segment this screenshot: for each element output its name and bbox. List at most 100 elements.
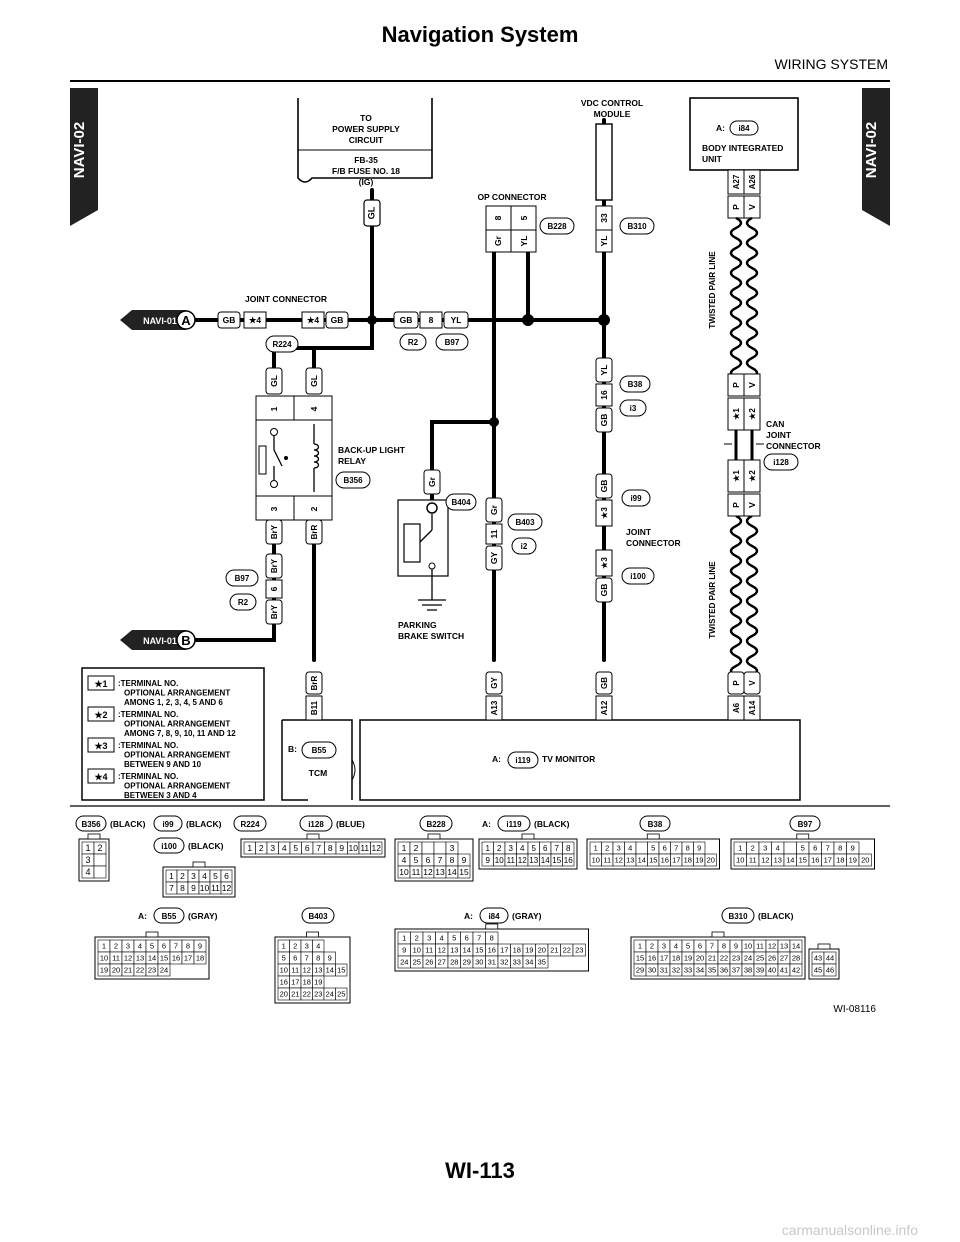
connector-name-badge [153, 837, 185, 854]
connector-lock-tab [817, 943, 831, 950]
legend-text: OPTIONAL ARRANGEMENT [124, 751, 230, 760]
connector-cell [535, 955, 549, 969]
can-label-3: CONNECTOR [766, 441, 821, 451]
b97-r2-connector-lower: BrY 6 BrY B97 R2 [225, 553, 283, 625]
connector-name-badge [153, 815, 183, 832]
connector-pin: 24 [744, 954, 752, 963]
connector-pin: 22 [720, 954, 728, 963]
b97-lower-c1: B97 [235, 574, 250, 583]
b403-wire-bot: GY [489, 552, 499, 565]
connector-pin: 18 [196, 954, 204, 963]
connector-pin: 9 [339, 843, 344, 853]
jc-wire-right: GB [331, 315, 344, 325]
jc-star-right: ★4 [307, 315, 320, 325]
b97-top-pin: 8 [429, 315, 434, 325]
connector-pin: 13 [314, 966, 322, 975]
connector-pin: 2 [180, 871, 185, 881]
connector-pin: 23 [575, 946, 583, 955]
fuse-line1: FB-35 [354, 155, 378, 165]
connector-pin: 1 [738, 844, 742, 853]
connector-name: i99 [162, 820, 174, 829]
connector-name-badge [789, 815, 821, 832]
connector-color: (BLACK) [758, 911, 794, 921]
connector-pin: 19 [849, 856, 857, 865]
connector-pin: 3 [85, 855, 90, 865]
connector-pin: 27 [438, 958, 446, 967]
b97-top-c1: R2 [408, 338, 419, 347]
tv-pin-label: A6 [732, 702, 741, 713]
can-star-1-top: ★1 [732, 408, 741, 420]
connector-cell [335, 963, 348, 977]
tv-wire-label: V [748, 680, 757, 686]
tv-pin-box [485, 695, 503, 721]
connector-color: (BLACK) [110, 819, 146, 829]
b38-pin: 16 [599, 390, 609, 400]
connector-pin: 1 [247, 843, 252, 853]
connector-name-badge [479, 907, 509, 924]
connector-pin: 10 [280, 966, 288, 975]
connector-name: i128 [308, 820, 324, 829]
connector-pin: 37 [732, 966, 740, 975]
connector-color: (GRAY) [512, 911, 542, 921]
twisted-pair-label-2: TWISTED PAIR LINE [708, 561, 717, 639]
navi-01-b-text: NAVI-01 [143, 636, 177, 646]
connector-pin: 14 [463, 946, 471, 955]
navi-01-b-letter: B [181, 633, 190, 648]
connector-pin: 4 [776, 844, 780, 853]
connector-pin: 32 [500, 958, 508, 967]
legend-symbol: ★3 [94, 741, 107, 751]
connector-pin: 16 [648, 954, 656, 963]
connector-pin: 11 [211, 883, 220, 893]
b38-c2: i3 [630, 404, 637, 413]
connector-pin: 7 [305, 954, 309, 963]
connector-pin: 40 [768, 966, 776, 975]
connector-name: i119 [506, 820, 522, 829]
twisted-pair-lower [729, 514, 759, 678]
connector-pin: 11 [425, 946, 433, 955]
connector-name-badge [301, 907, 335, 924]
connector-pin: 25 [337, 990, 345, 999]
connector-pin: 2 [293, 942, 297, 951]
b38-i3-connector: YL 16 GB B38 i3 [595, 357, 651, 433]
b404-conn-label: B404 [451, 498, 471, 507]
connector-pin: 4 [282, 843, 287, 853]
connector-prefix: A: [482, 819, 491, 829]
connector-pin: 8 [838, 844, 842, 853]
connector-name-badge [299, 815, 333, 832]
body-unit-line2: UNIT [702, 154, 723, 164]
connector-pin: 5 [532, 844, 537, 853]
legend-text: BETWEEN 9 AND 10 [124, 760, 202, 769]
connector-pin: 18 [684, 856, 692, 865]
connector-lock-tab [796, 833, 810, 840]
connector-pin: 4 [85, 867, 90, 877]
connector-pin: 10 [100, 954, 108, 963]
joint2-w1: GB [599, 480, 609, 493]
connector-pin: 3 [191, 871, 196, 881]
connector-tag: B403 [301, 907, 335, 924]
b356-conn-label: B356 [343, 476, 363, 485]
connector-pin: 9 [734, 942, 738, 951]
connector-pin: 6 [293, 954, 297, 963]
connector-pin: 15 [649, 856, 657, 865]
connector-pin: 46 [826, 966, 834, 975]
i119-conn-label: i119 [515, 756, 531, 765]
connector-pin: 2 [605, 844, 609, 853]
connector-pin: 9 [402, 946, 406, 955]
tv-wire-box [743, 671, 761, 695]
tv-pin-label: A13 [490, 700, 499, 715]
connector-pin: 43 [814, 954, 822, 963]
connector-pin: 14 [326, 966, 334, 975]
can-wire-v-top: V [747, 382, 757, 388]
connector-pin: 8 [186, 942, 190, 951]
connector-pin: 20 [112, 966, 120, 975]
tcm-prefix: B: [288, 744, 297, 754]
connector-tag: B97 [789, 815, 821, 832]
connector-pin: 6 [162, 942, 166, 951]
connector-pin: 8 [566, 844, 571, 853]
connector-name-badge [721, 907, 755, 924]
connector-pin: 7 [316, 843, 321, 853]
connector-tag: B38 [639, 815, 671, 832]
connector-pin: 12 [124, 954, 132, 963]
